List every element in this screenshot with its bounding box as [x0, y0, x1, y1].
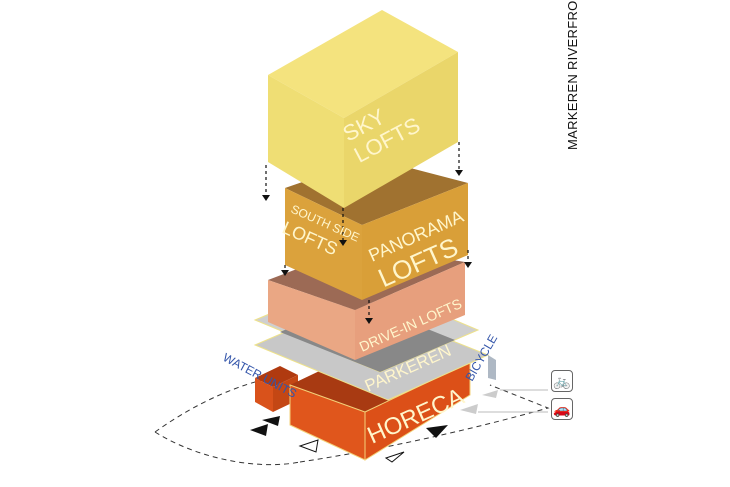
- arrow-marker: [426, 425, 448, 438]
- arrow-marker: [384, 451, 405, 463]
- arrow-marker: [482, 390, 498, 398]
- arrow-marker: [250, 424, 268, 436]
- diagram-title: MARKEREN RIVERFRONT: [565, 0, 580, 150]
- car-icon: 🚗: [551, 398, 573, 420]
- arrow-marker: [298, 439, 319, 453]
- bicycle-icon: 🚲: [551, 370, 573, 392]
- drop-arrows: [265, 142, 469, 318]
- arrow-marker: [262, 416, 280, 426]
- arrow-marker: [460, 404, 478, 414]
- sky-lofts-block: [268, 10, 458, 208]
